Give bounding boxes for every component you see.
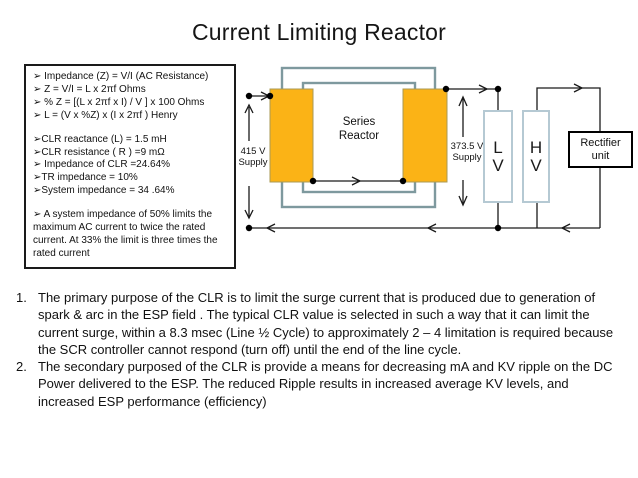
note-text: The secondary purposed of the CLR is pro… bbox=[38, 359, 613, 409]
series-reactor-label-line2: Reactor bbox=[338, 130, 380, 142]
series-reactor-label-line1: Series bbox=[342, 116, 376, 128]
hv-winding-label-line2: V bbox=[530, 155, 542, 175]
supply-373v-line2: Supply bbox=[452, 152, 482, 163]
info-line: ➢ Impedance (Z) = V/I (AC Resistance) bbox=[33, 71, 209, 82]
reactor-coil-left bbox=[269, 88, 314, 183]
info-line: ➢ Z = V/I = L x 2πf Ohms bbox=[33, 83, 146, 95]
notes-list: 1. The primary purpose of the CLR is to … bbox=[16, 289, 628, 410]
hv-winding-box: H V bbox=[522, 110, 550, 203]
info-line: ➢ L = (V x %Z) x (I x 2πf ) Henry bbox=[33, 109, 178, 121]
note-item: 1. The primary purpose of the CLR is to … bbox=[16, 289, 628, 358]
info-line: ➢ % Z = [(L x 2πf x I) / V ] x 100 Ohms bbox=[33, 96, 205, 108]
info-line: ➢System impedance = 34 .64% bbox=[33, 185, 175, 197]
rectifier-label-line2: unit bbox=[591, 149, 610, 162]
supply-373v-label: 373.5 V Supply bbox=[444, 141, 490, 163]
info-line: ➢ Impedance of CLR =24.64% bbox=[33, 159, 171, 171]
lv-winding-box: L V bbox=[483, 110, 513, 203]
info-line: ➢TR impedance = 10% bbox=[33, 172, 138, 184]
reactor-coil-right bbox=[402, 88, 448, 183]
circuit-wires bbox=[244, 83, 601, 233]
lv-winding-label-line1: L bbox=[493, 137, 503, 157]
supply-415v-line1: 415 V bbox=[240, 146, 266, 157]
note-number: 2. bbox=[16, 359, 27, 375]
info-line: ➢CLR reactance (L) = 1.5 mH bbox=[33, 133, 167, 145]
lv-winding-label-line2: V bbox=[492, 155, 504, 175]
rectifier-label-line1: Rectifier bbox=[580, 137, 621, 149]
supply-373v-line1: 373.5 V bbox=[450, 141, 484, 152]
hv-winding-label-line1: H bbox=[529, 137, 543, 157]
impedance-info-box: ➢ Impedance (Z) = V/I (AC Resistance) ➢ … bbox=[24, 64, 236, 269]
series-reactor-label: Series Reactor bbox=[318, 115, 400, 143]
page-title: Current Limiting Reactor bbox=[191, 19, 447, 45]
info-line: ➢CLR resistance ( R ) =9 mΩ bbox=[33, 146, 165, 158]
reactor-core-inner bbox=[301, 81, 417, 194]
note-number: 1. bbox=[16, 290, 27, 305]
note-text: The primary purpose of the CLR is to lim… bbox=[38, 290, 614, 357]
info-line: ➢ A system impedance of 50% limits the m… bbox=[33, 209, 218, 259]
rectifier-unit-box: Rectifier unit bbox=[568, 131, 633, 168]
supply-415v-line2: Supply bbox=[238, 157, 268, 168]
note-item: 2. The secondary purposed of the CLR is … bbox=[16, 358, 628, 410]
junction-dots bbox=[245, 85, 502, 232]
supply-415v-label: 415 V Supply bbox=[231, 146, 275, 168]
